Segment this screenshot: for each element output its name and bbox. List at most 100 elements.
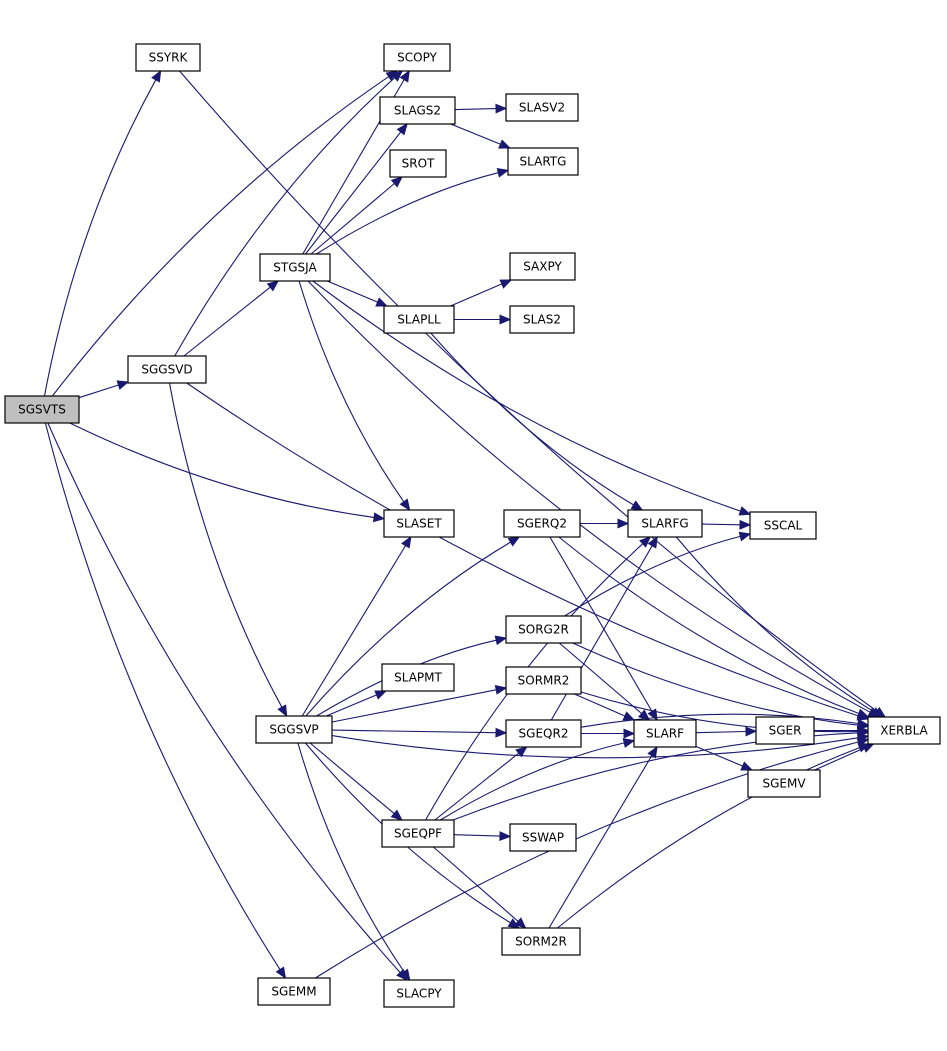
node-slapll[interactable]: SLAPLL (383, 305, 455, 334)
node-box[interactable] (383, 305, 455, 334)
node-sgerq2[interactable]: SGERQ2 (503, 509, 581, 538)
node-box[interactable] (505, 93, 579, 122)
node-sorm2r[interactable]: SORM2R (501, 927, 581, 956)
node-box[interactable] (509, 305, 575, 334)
node-box[interactable] (381, 819, 455, 848)
node-box[interactable] (507, 147, 579, 176)
edge-arrowhead (499, 831, 512, 842)
node-slapmt[interactable]: SLAPMT (381, 663, 455, 692)
node-sggsvd[interactable]: SGGSVD (127, 355, 207, 384)
node-sormr2[interactable]: SORMR2 (505, 666, 582, 695)
node-box[interactable] (389, 149, 447, 178)
node-label: SGEQPF (394, 827, 442, 841)
node-srot[interactable]: SROT (389, 149, 447, 178)
edge-arrowhead (857, 727, 870, 738)
edge-arrowhead (514, 917, 527, 929)
edge-arrowhead (498, 139, 511, 149)
node-box[interactable] (501, 927, 581, 956)
node-sorg2r[interactable]: SORG2R (505, 615, 582, 644)
node-label: SGGSVD (141, 363, 192, 377)
node-box[interactable] (747, 769, 821, 798)
node-box[interactable] (633, 719, 697, 748)
node-box[interactable] (503, 509, 581, 538)
edge-arrowhead (623, 728, 636, 739)
edge-line (316, 172, 499, 255)
node-box[interactable] (505, 719, 582, 748)
edge-stgsja-to-srot (310, 176, 403, 255)
edge-sgsvts-to-sgemm (44, 422, 287, 980)
node-slarf[interactable]: SLARF (633, 719, 697, 748)
node-box[interactable] (383, 43, 451, 72)
node-xerbla[interactable]: XERBLA (867, 716, 941, 745)
node-box[interactable] (255, 715, 333, 744)
node-box[interactable] (749, 511, 817, 540)
node-sggsvp[interactable]: SGGSVP (255, 715, 333, 744)
node-sscal[interactable]: SSCAL (749, 511, 817, 540)
node-sgeqr2[interactable]: SGEQR2 (505, 719, 582, 748)
edge-sggsvd-to-stgsja (183, 280, 280, 357)
node-box[interactable] (505, 666, 582, 695)
node-box[interactable] (505, 615, 582, 644)
node-box[interactable] (379, 96, 456, 125)
node-slasv2[interactable]: SLASV2 (505, 93, 579, 122)
node-slartg[interactable]: SLARTG (507, 147, 579, 176)
node-box[interactable] (259, 253, 331, 282)
edge-sggsvp-to-sgeqpf (309, 742, 403, 821)
edge-line (574, 693, 626, 717)
node-box[interactable] (509, 823, 577, 852)
node-label: SLAGS2 (394, 104, 441, 118)
node-scopy[interactable]: SCOPY (383, 43, 451, 72)
edge-line (305, 541, 511, 717)
edge-arrowhead (494, 635, 508, 646)
node-box[interactable] (627, 509, 703, 538)
node-label: SLACPY (396, 987, 442, 1001)
edge-line (580, 691, 859, 733)
node-label: SSCAL (764, 519, 803, 533)
node-sswap[interactable]: SSWAP (509, 823, 577, 852)
node-saxpy[interactable]: SAXPY (509, 252, 576, 281)
node-box[interactable] (381, 663, 455, 692)
edge-line (675, 536, 874, 713)
node-box[interactable] (257, 977, 331, 1006)
edge-line (297, 742, 405, 973)
edge-arrowhead (399, 498, 411, 512)
edge-stgsja-to-slapll (326, 280, 388, 307)
edge-arrowhead (857, 743, 871, 753)
node-box[interactable] (755, 716, 815, 745)
node-box[interactable] (509, 252, 576, 281)
node-box[interactable] (135, 43, 201, 72)
edge-arrowhead (266, 280, 280, 292)
node-stgsja[interactable]: STGSJA (259, 253, 331, 282)
edge-sgeqpf-to-sswap (453, 831, 512, 842)
edge-arrowhead (277, 704, 288, 718)
node-sgeqpf[interactable]: SGEQPF (381, 819, 455, 848)
node-slaset[interactable]: SLASET (383, 509, 455, 538)
node-label: XERBLA (880, 724, 928, 738)
node-box[interactable] (383, 509, 455, 538)
node-sgsvts[interactable]: SGSVTS (4, 395, 80, 424)
node-ssyrk[interactable]: SSYRK (135, 43, 201, 72)
node-slags2[interactable]: SLAGS2 (379, 96, 456, 125)
edge-line (47, 422, 401, 973)
edge-line (695, 730, 747, 734)
edge-arrowhead (639, 536, 652, 548)
node-slas2[interactable]: SLAS2 (509, 305, 575, 334)
node-sgemm[interactable]: SGEMM (257, 977, 331, 1006)
edge-line (78, 384, 119, 399)
edge-arrowhead (745, 726, 758, 737)
node-sgemv[interactable]: SGEMV (747, 769, 821, 798)
edge-line (298, 280, 405, 503)
edge-arrowhead (856, 718, 870, 729)
node-box[interactable] (4, 395, 80, 424)
edge-sggsvd-to-sggsvp (168, 382, 288, 718)
edge-sgerq2-to-xerbla (558, 536, 870, 718)
node-box[interactable] (127, 355, 207, 384)
edge-line (331, 729, 497, 734)
node-box[interactable] (867, 716, 941, 745)
node-box[interactable] (383, 979, 455, 1008)
node-slacpy[interactable]: SLACPY (383, 979, 455, 1008)
edge-line (430, 332, 634, 506)
node-sger[interactable]: SGER (755, 716, 815, 745)
node-label: SSWAP (522, 831, 564, 845)
node-slarfg[interactable]: SLARFG (627, 509, 703, 538)
